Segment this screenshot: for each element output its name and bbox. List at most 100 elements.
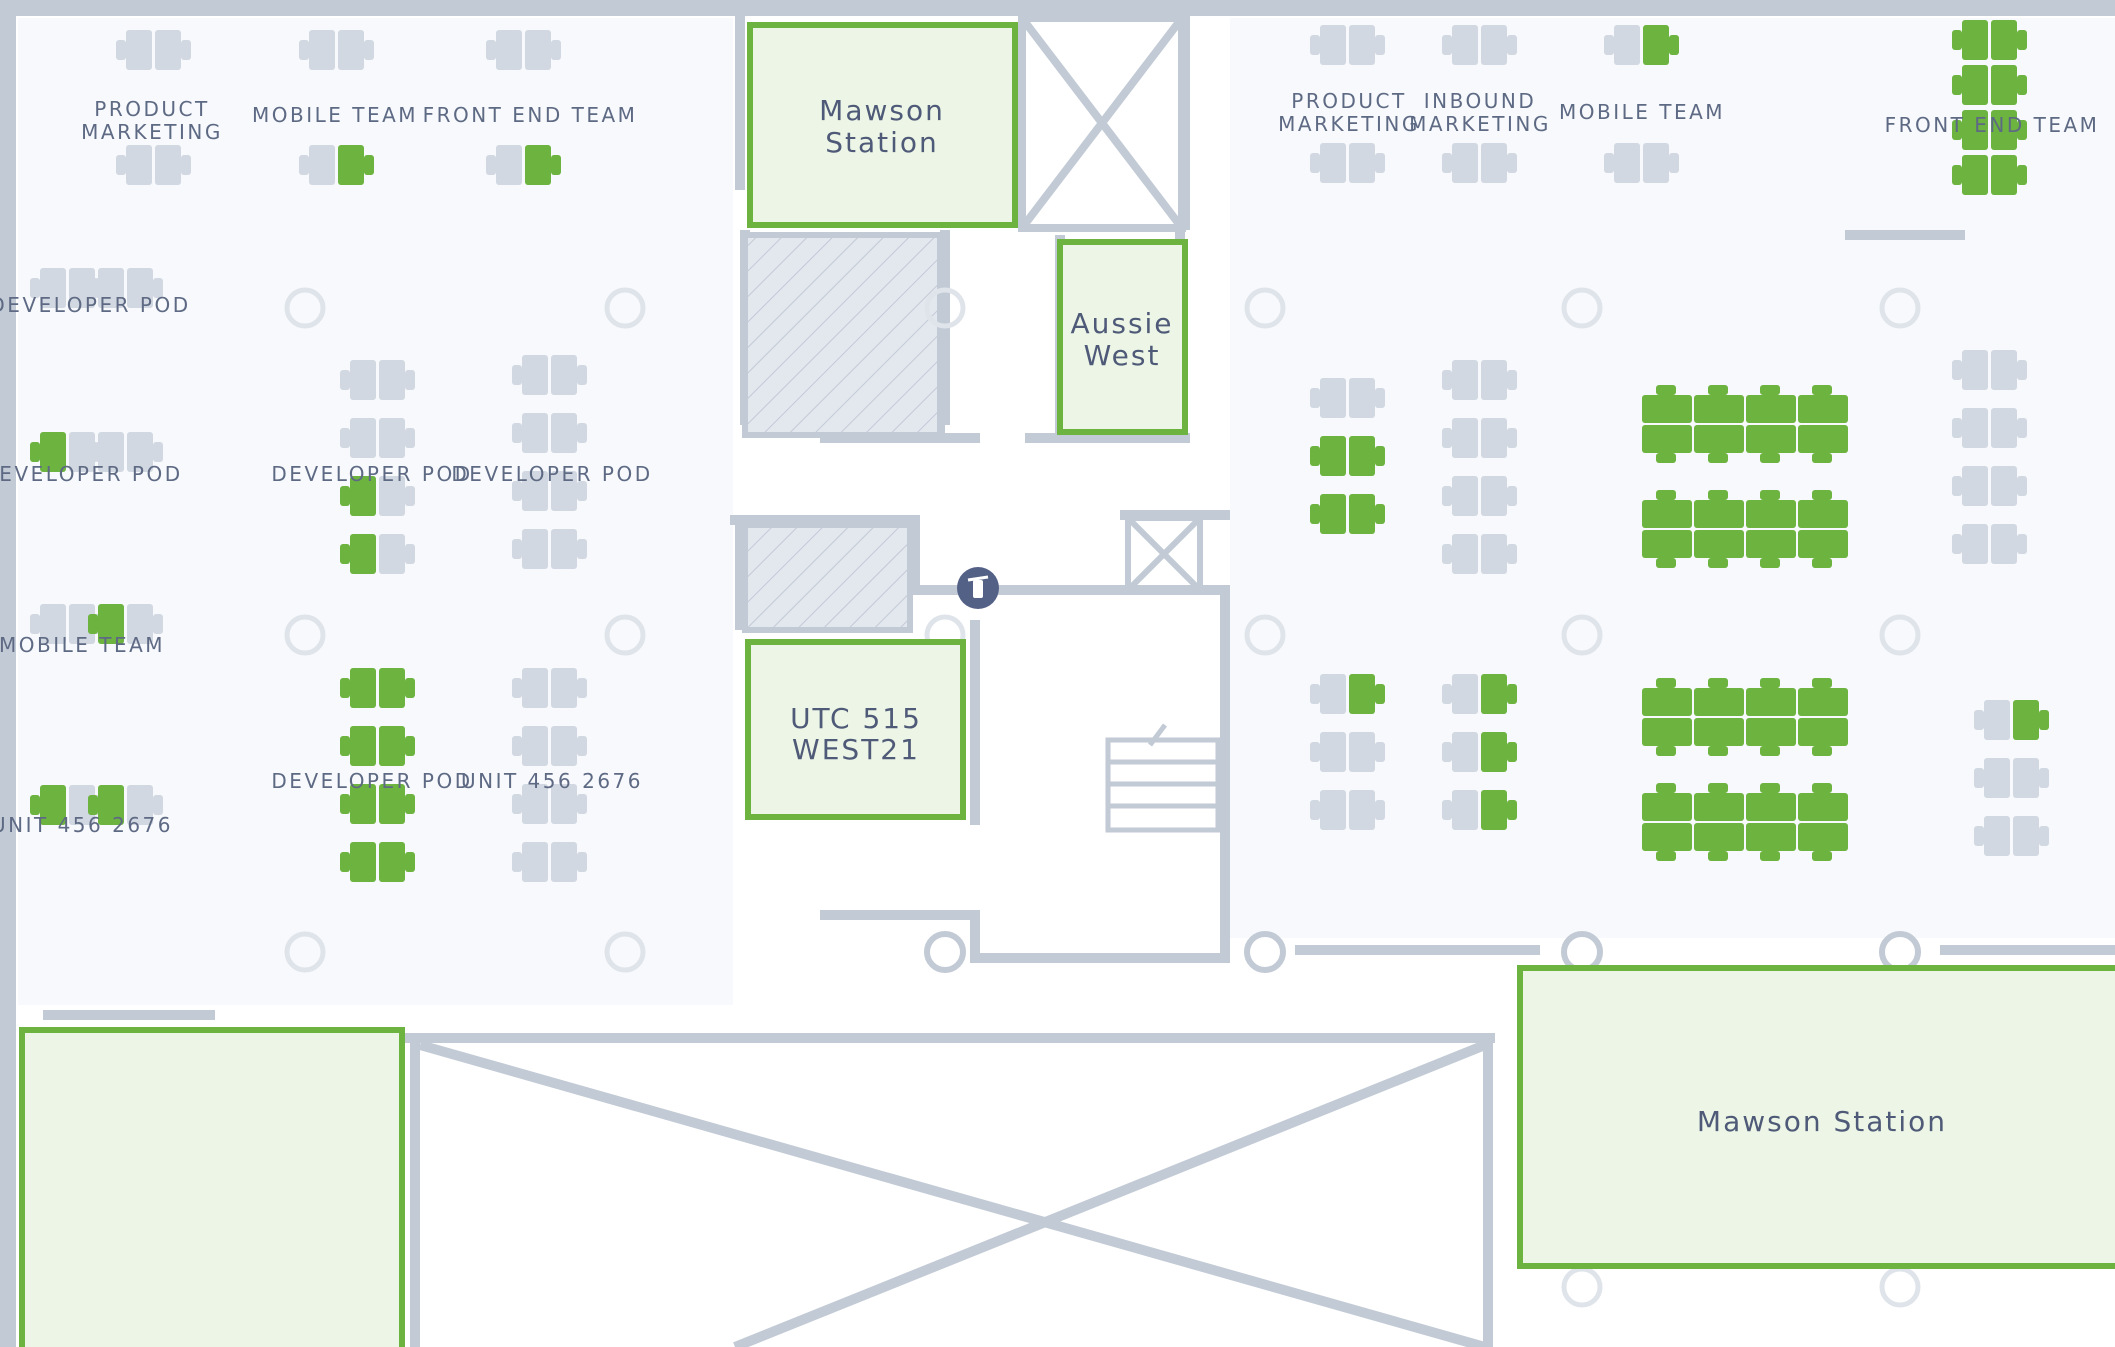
desk-seat-58[interactable] <box>512 842 548 882</box>
room-unlabeled-bottom-left[interactable] <box>19 1027 405 1347</box>
bench-desk-120[interactable] <box>1642 385 1692 463</box>
desk-seat-46[interactable] <box>340 726 376 766</box>
desk-seat-77[interactable] <box>1991 110 2027 150</box>
desk-seat-80[interactable] <box>1310 378 1346 418</box>
desk-seat-15[interactable] <box>127 268 163 308</box>
desk-seat-108[interactable] <box>1442 674 1478 714</box>
desk-seat-19[interactable] <box>379 418 415 458</box>
bench-desk-131[interactable] <box>1798 678 1848 756</box>
desk-seat-10[interactable] <box>486 145 522 185</box>
desk-seat-92[interactable] <box>1442 534 1478 574</box>
room-mawson-station-big[interactable] <box>1517 965 2115 1269</box>
desk-seat-7[interactable] <box>338 145 374 185</box>
desk-seat-112[interactable] <box>1442 790 1478 830</box>
desk-seat-98[interactable] <box>1952 466 1988 506</box>
desk-seat-79[interactable] <box>1991 155 2027 195</box>
desk-seat-42[interactable] <box>88 785 124 825</box>
desk-seat-43[interactable] <box>127 785 163 825</box>
bench-desk-128[interactable] <box>1642 678 1692 756</box>
desk-seat-70[interactable] <box>1604 143 1640 183</box>
desk-seat-111[interactable] <box>1481 732 1517 772</box>
desk-seat-89[interactable] <box>1481 418 1517 458</box>
desk-seat-109[interactable] <box>1481 674 1517 714</box>
desk-seat-49[interactable] <box>379 784 415 824</box>
desk-seat-51[interactable] <box>379 842 415 882</box>
desk-seat-12[interactable] <box>30 268 66 308</box>
bench-desk-130[interactable] <box>1746 678 1796 756</box>
desk-seat-66[interactable] <box>1442 143 1478 183</box>
desk-seat-50[interactable] <box>340 842 376 882</box>
desk-seat-22[interactable] <box>340 534 376 574</box>
desk-seat-73[interactable] <box>1991 20 2027 60</box>
desk-seat-59[interactable] <box>551 842 587 882</box>
desk-seat-69[interactable] <box>1643 25 1679 65</box>
desk-seat-9[interactable] <box>525 30 561 70</box>
desk-seat-60[interactable] <box>1310 25 1346 65</box>
desk-seat-115[interactable] <box>2013 700 2049 740</box>
desk-seat-68[interactable] <box>1604 25 1640 65</box>
desk-seat-14[interactable] <box>88 268 124 308</box>
bench-desk-129[interactable] <box>1694 678 1744 756</box>
desk-seat-27[interactable] <box>551 413 587 453</box>
desk-seat-88[interactable] <box>1442 418 1478 458</box>
desk-seat-93[interactable] <box>1481 534 1517 574</box>
desk-seat-54[interactable] <box>512 726 548 766</box>
desk-seat-76[interactable] <box>1952 110 1988 150</box>
desk-seat-55[interactable] <box>551 726 587 766</box>
desk-seat-40[interactable] <box>30 785 66 825</box>
desk-seat-36[interactable] <box>30 604 66 644</box>
desk-seat-39[interactable] <box>127 604 163 644</box>
desk-seat-65[interactable] <box>1481 25 1517 65</box>
desk-seat-110[interactable] <box>1442 732 1478 772</box>
desk-seat-24[interactable] <box>512 355 548 395</box>
desk-seat-84[interactable] <box>1310 494 1346 534</box>
desk-seat-99[interactable] <box>1991 466 2027 506</box>
bench-desk-122[interactable] <box>1746 385 1796 463</box>
desk-seat-95[interactable] <box>1991 350 2027 390</box>
bench-desk-125[interactable] <box>1694 490 1744 568</box>
bench-desk-132[interactable] <box>1642 783 1692 861</box>
desk-seat-100[interactable] <box>1952 524 1988 564</box>
desk-seat-32[interactable] <box>30 432 66 472</box>
desk-seat-4[interactable] <box>299 30 335 70</box>
desk-seat-67[interactable] <box>1481 143 1517 183</box>
desk-seat-117[interactable] <box>2013 758 2049 798</box>
desk-seat-101[interactable] <box>1991 524 2027 564</box>
bench-desk-133[interactable] <box>1694 783 1744 861</box>
desk-seat-105[interactable] <box>1349 732 1385 772</box>
desk-seat-17[interactable] <box>379 360 415 400</box>
desk-seat-102[interactable] <box>1310 674 1346 714</box>
desk-seat-35[interactable] <box>127 432 163 472</box>
desk-seat-64[interactable] <box>1442 25 1478 65</box>
desk-seat-20[interactable] <box>340 476 376 516</box>
desk-seat-119[interactable] <box>2013 816 2049 856</box>
room-utc-515[interactable] <box>745 639 966 820</box>
desk-seat-53[interactable] <box>551 668 587 708</box>
desk-seat-113[interactable] <box>1481 790 1517 830</box>
desk-seat-91[interactable] <box>1481 476 1517 516</box>
bench-desk-123[interactable] <box>1798 385 1848 463</box>
desk-seat-47[interactable] <box>379 726 415 766</box>
bench-desk-134[interactable] <box>1746 783 1796 861</box>
desk-seat-57[interactable] <box>551 784 587 824</box>
desk-seat-85[interactable] <box>1349 494 1385 534</box>
desk-seat-1[interactable] <box>155 30 191 70</box>
desk-seat-87[interactable] <box>1481 360 1517 400</box>
desk-seat-74[interactable] <box>1952 65 1988 105</box>
desk-seat-38[interactable] <box>88 604 124 644</box>
desk-seat-61[interactable] <box>1349 25 1385 65</box>
desk-seat-44[interactable] <box>340 668 376 708</box>
desk-seat-3[interactable] <box>155 145 191 185</box>
desk-seat-25[interactable] <box>551 355 587 395</box>
fire-extinguisher-icon[interactable] <box>957 567 999 609</box>
bench-desk-127[interactable] <box>1798 490 1848 568</box>
desk-seat-5[interactable] <box>338 30 374 70</box>
room-mawson-station-top[interactable] <box>747 22 1018 228</box>
desk-seat-2[interactable] <box>116 145 152 185</box>
desk-seat-103[interactable] <box>1349 674 1385 714</box>
desk-seat-106[interactable] <box>1310 790 1346 830</box>
desk-seat-82[interactable] <box>1310 436 1346 476</box>
desk-seat-34[interactable] <box>88 432 124 472</box>
bench-desk-126[interactable] <box>1746 490 1796 568</box>
desk-seat-114[interactable] <box>1974 700 2010 740</box>
